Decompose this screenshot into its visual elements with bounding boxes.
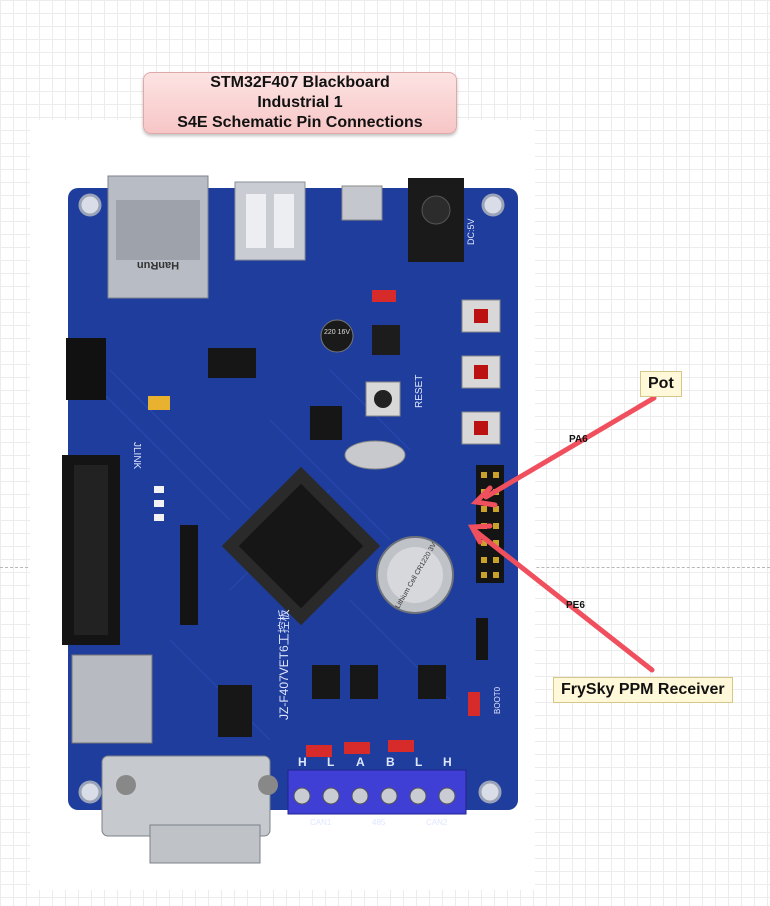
frysky-receiver-label: FrySky PPM Receiver [553,677,733,703]
jlink-label: JLINK [131,442,142,470]
pa6-pin-label: PA6 [569,434,588,445]
svg-text:BOOT0: BOOT0 [493,686,502,714]
electrolytic-capacitor: 220 16V [320,319,354,353]
voltage-regulator [372,325,400,355]
terminal-labels: H L A B L H [298,755,452,769]
sd-card-slot [71,654,153,744]
title-line-3: S4E Schematic Pin Connections [177,114,423,131]
crystal [344,440,406,470]
svg-text:485: 485 [372,818,386,827]
svg-text:CAN2: CAN2 [426,818,448,827]
title-line-1: STM32F407 Blackboard [210,74,390,91]
bottom-jumpers [306,740,414,757]
svg-text:CAN1: CAN1 [310,818,332,827]
boot-jumper [468,692,480,716]
db9-connector [101,755,278,864]
tantalum-capacitor [148,396,170,410]
coin-cell-battery: Lithium Cell CR1220 3V [376,536,454,614]
terminal-block [287,769,467,815]
mini-usb-port [341,185,383,221]
svg-text:H: H [443,755,452,769]
svg-text:B: B [386,755,395,769]
bus-labels: CAN1 485 CAN2 [310,818,448,827]
ethernet-jack: HanRun [107,175,209,299]
usb-a-port [234,181,306,261]
diagram-title: STM32F407 Blackboard Industrial 1 S4E Sc… [143,72,457,134]
pe6-pin-label: PE6 [566,600,585,611]
svg-text:220 16V: 220 16V [324,329,350,336]
dc-jack: DC:5V [408,178,476,262]
title-line-2: Industrial 1 [257,94,343,111]
small-header [476,618,488,660]
gpio-header [476,465,504,583]
pot-label: Pot [640,371,682,397]
leds [154,486,164,521]
mounting-holes [78,193,505,804]
svg-text:A: A [356,755,365,769]
jumper [372,290,396,302]
transceiver-chips [218,665,446,737]
svg-text:H: H [298,755,307,769]
left-pin-header [66,338,106,400]
svg-text:L: L [327,755,334,769]
jack-brand: HanRun [137,259,179,271]
eeprom-chip [310,406,342,440]
phy-chip [208,348,256,378]
svg-text:DC:5V: DC:5V [466,218,476,245]
board-illustration: HanRun DC:5V 220 16V [62,175,518,864]
io-header [180,525,198,625]
reset-label: RESET [414,375,425,408]
svg-text:L: L [415,755,422,769]
board-model-label: JZ-F407VET6工控板 [277,609,291,720]
board-photo: HanRun DC:5V 220 16V [30,120,535,890]
jlink-header [62,455,120,645]
